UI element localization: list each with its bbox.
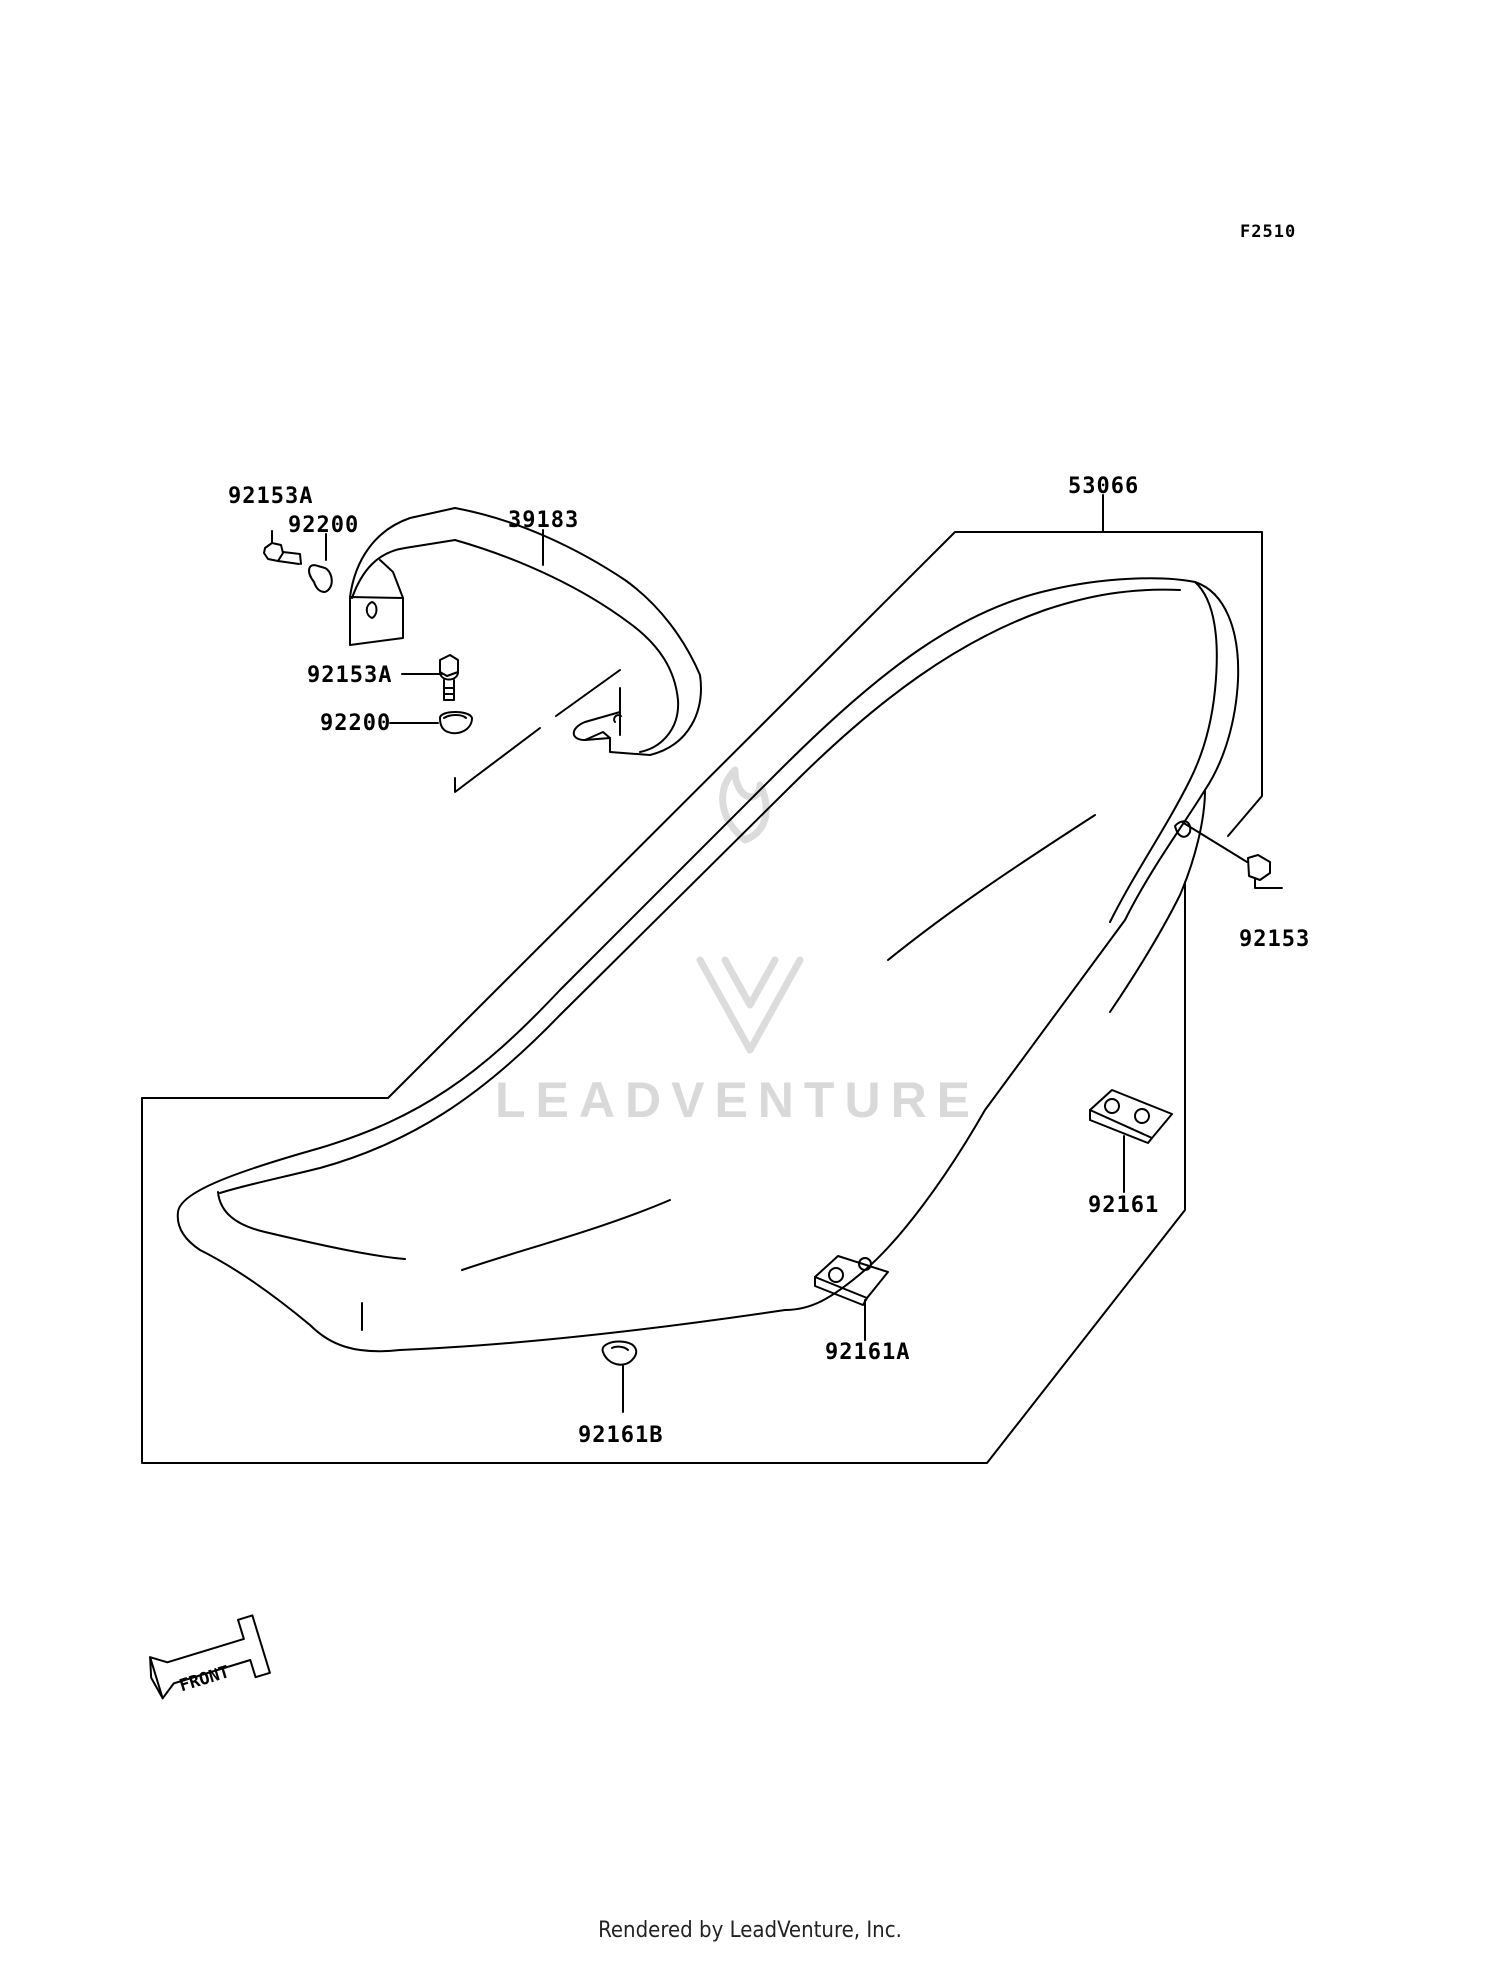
damper-92161b <box>601 1340 638 1413</box>
damper-92161a <box>814 1255 889 1341</box>
label-92200-mid: 92200 <box>320 711 391 736</box>
label-53066: 53066 <box>1068 474 1139 499</box>
label-92153: 92153 <box>1239 927 1310 952</box>
watermark-text: LEADVENTURE <box>495 1072 980 1128</box>
footer-credit: Rendered by LeadVenture, Inc. <box>598 1918 902 1943</box>
label-92161a: 92161A <box>825 1340 910 1365</box>
front-arrow <box>149 1614 271 1700</box>
label-92153a-top: 92153A <box>228 484 313 509</box>
label-92161b: 92161B <box>578 1423 663 1448</box>
assembly-frame <box>141 531 1263 1464</box>
seat-53066 <box>176 577 1240 1353</box>
diagram-code: F2510 <box>1240 222 1296 242</box>
label-92161: 92161 <box>1088 1193 1159 1218</box>
bolt-92153a-top <box>263 530 302 565</box>
bolt-92153a-mid <box>401 654 459 701</box>
watermark-logo <box>696 766 804 1054</box>
label-92153a-mid: 92153A <box>307 663 392 688</box>
label-92200-top: 92200 <box>288 513 359 538</box>
bolt-92153-right <box>1181 821 1283 889</box>
collar-92200-mid <box>389 711 473 735</box>
mid-leader <box>454 669 621 793</box>
label-39183: 39183 <box>508 508 579 533</box>
labels: F2510 53066 39183 92153A 92200 92153A 92… <box>177 222 1310 1696</box>
seat-belt-39183 <box>349 507 702 756</box>
damper-92161 <box>1089 1089 1173 1193</box>
collar-92200-top <box>308 533 333 593</box>
